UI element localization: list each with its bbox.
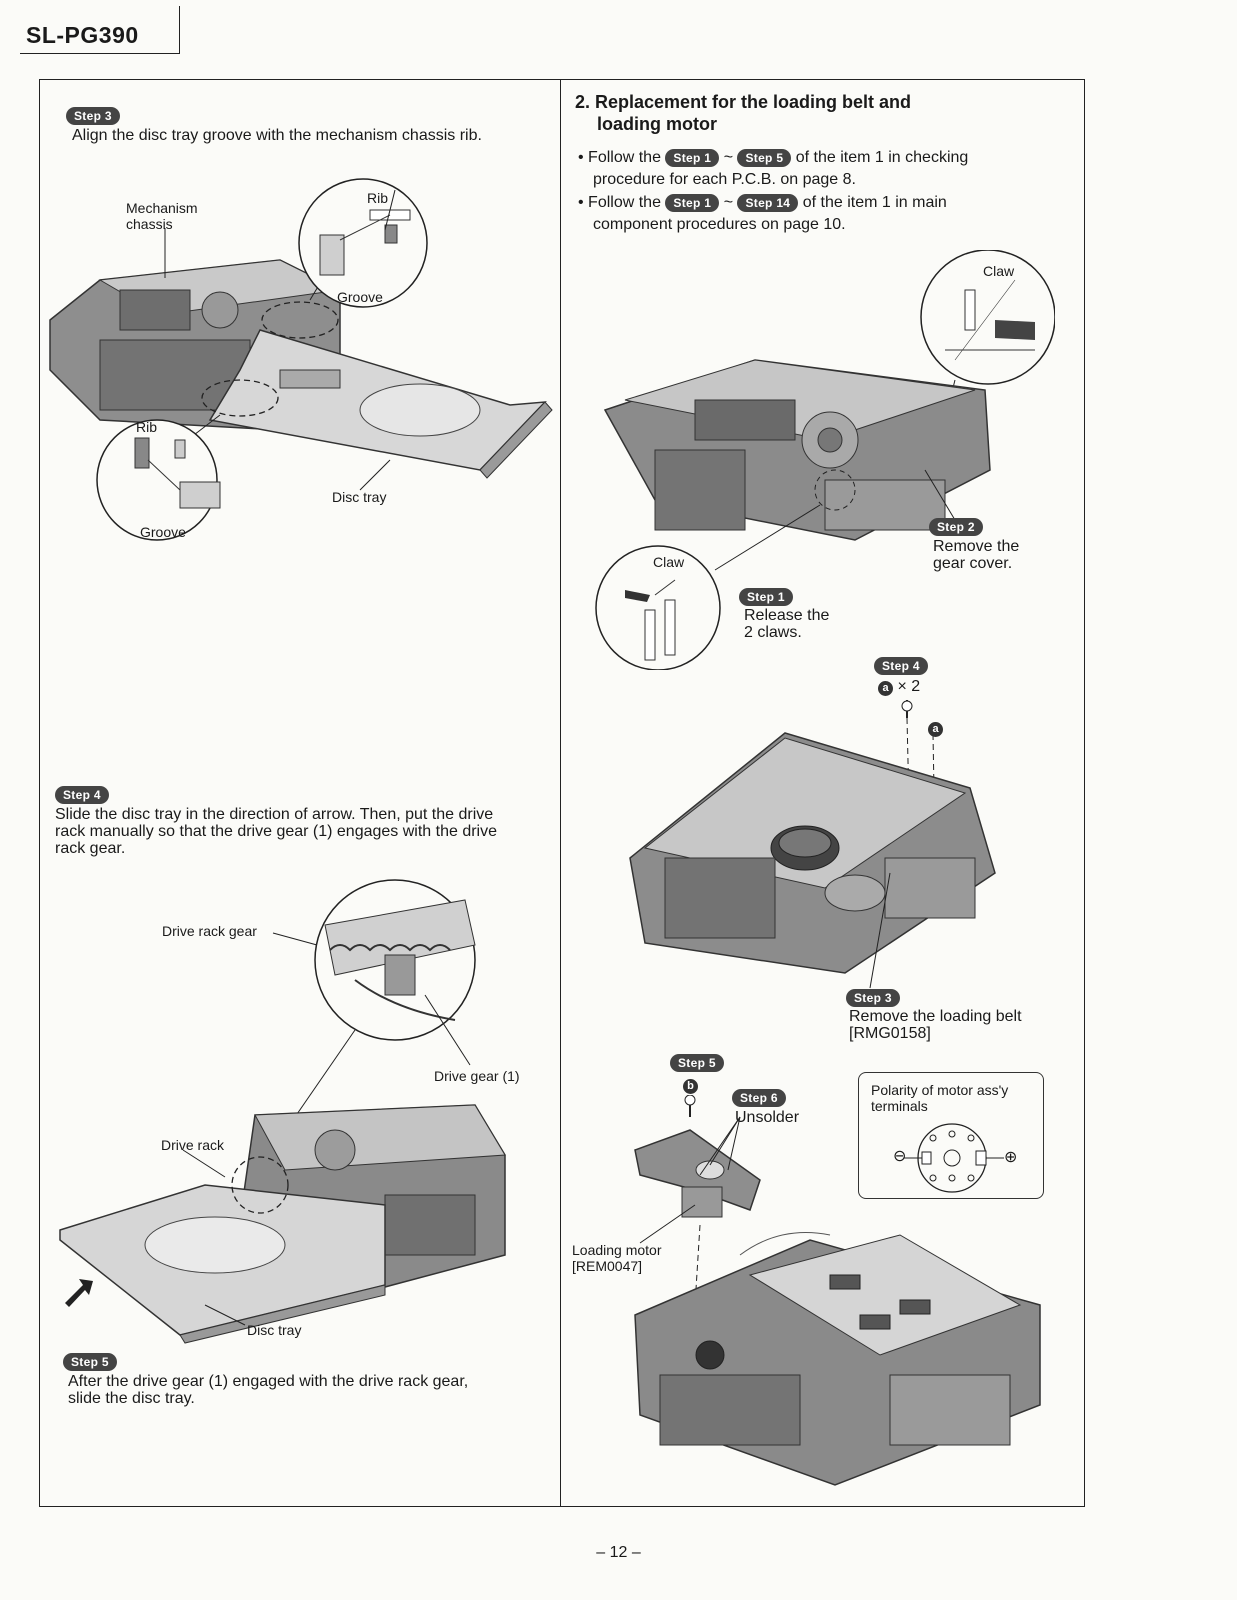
minus-terminal-icon: ⊖	[893, 1148, 907, 1165]
polarity-label-line2: terminals	[871, 1098, 928, 1114]
fig3-step2-text-line1: Remove the	[933, 538, 1020, 555]
model-number: SL-PG390	[26, 22, 139, 48]
screw-b-marker: b	[683, 1076, 698, 1094]
fig5-step5-badge: Step 5	[670, 1054, 724, 1072]
fig4-step3-text-line2: [RMG0158]	[849, 1025, 931, 1042]
step4-text-line1: Slide the disc tray in the direction of …	[55, 806, 494, 823]
step4-badge: Step 4	[55, 786, 109, 804]
step5-text-line1: After the drive gear (1) engaged with th…	[68, 1373, 469, 1390]
bullet-1-line2: procedure for each P.C.B. on page 8.	[593, 171, 856, 188]
loading-belt-illustration	[629, 700, 996, 989]
polarity-box	[858, 1072, 1044, 1199]
plus-terminal-icon: ⊕	[1004, 1149, 1018, 1166]
fig3-step1-text-line1: Release the	[744, 607, 830, 624]
loading-motor-label-line1: Loading motor	[572, 1242, 662, 1258]
step4-text-line3: rack gear.	[55, 840, 126, 857]
rib-label-top: Rib	[367, 190, 389, 206]
rib-label-bottom: Rib	[136, 419, 158, 435]
drive-gear-engagement-illustration	[59, 879, 506, 1344]
gear-cover-removal-illustration	[595, 250, 1055, 670]
drive-gear-label: Drive gear (1)	[434, 1068, 520, 1084]
screw-a-marker: a	[878, 681, 893, 696]
fig4-step3-badge: Step 3	[846, 989, 900, 1007]
claw-label-top: Claw	[983, 263, 1015, 279]
step3-text: Align the disc tray groove with the mech…	[72, 127, 482, 144]
loading-motor-label-line2: [REM0047]	[572, 1258, 643, 1274]
disc-tray-label-2: Disc tray	[247, 1322, 302, 1338]
fig4-step3-text-line1: Remove the loading belt	[849, 1008, 1022, 1025]
step5-text-line2: slide the disc tray.	[68, 1390, 195, 1407]
mechanism-chassis-label-line1: Mechanism	[126, 200, 198, 216]
mechanism-chassis-label-line2: chassis	[126, 216, 173, 232]
screw-a-count: a × 2	[878, 678, 920, 696]
content-frame	[39, 79, 1085, 1507]
drive-rack-gear-label: Drive rack gear	[162, 923, 257, 939]
fig3-step1-text-line2: 2 claws.	[744, 624, 802, 641]
step5-badge: Step 5	[63, 1353, 117, 1371]
fig4-step4-badge: Step 4	[874, 657, 928, 675]
polarity-label-line1: Polarity of motor ass'y	[871, 1082, 1009, 1098]
header-rule-vertical	[179, 6, 180, 54]
claw-label-left: Claw	[653, 554, 685, 570]
bullet-1: • Follow the Step 1 ~ Step 5 of the item…	[578, 149, 969, 167]
fig3-step2-badge: Step 2	[929, 518, 983, 536]
screw-a-position: a	[928, 719, 943, 737]
step3-badge: Step 3	[66, 107, 120, 125]
section-heading-line2: loading motor	[597, 114, 717, 134]
column-divider	[560, 79, 561, 1507]
header-rule	[20, 53, 180, 54]
disc-tray-alignment-illustration	[49, 178, 553, 541]
disc-tray-label: Disc tray	[332, 489, 387, 505]
fig5-step6-badge: Step 6	[732, 1089, 786, 1107]
fig3-step2-text-line2: gear cover.	[933, 555, 1013, 572]
page-number: – 12 –	[596, 1544, 641, 1561]
unsolder-label: Unsolder	[735, 1109, 800, 1126]
drive-rack-label: Drive rack	[161, 1137, 225, 1153]
bullet-2: • Follow the Step 1 ~ Step 14 of the ite…	[578, 194, 947, 212]
section-heading-line1: 2. Replacement for the loading belt and	[575, 92, 912, 112]
groove-label-bottom: Groove	[140, 524, 186, 540]
groove-label-top: Groove	[337, 289, 383, 305]
fig3-step1-badge: Step 1	[739, 588, 793, 606]
step4-text-line2: rack manually so that the drive gear (1)…	[55, 823, 498, 840]
loading-motor-illustration	[634, 1095, 1041, 1486]
bullet-2-line2: component procedures on page 10.	[593, 216, 846, 233]
motor-terminal-diagram	[904, 1123, 1004, 1193]
